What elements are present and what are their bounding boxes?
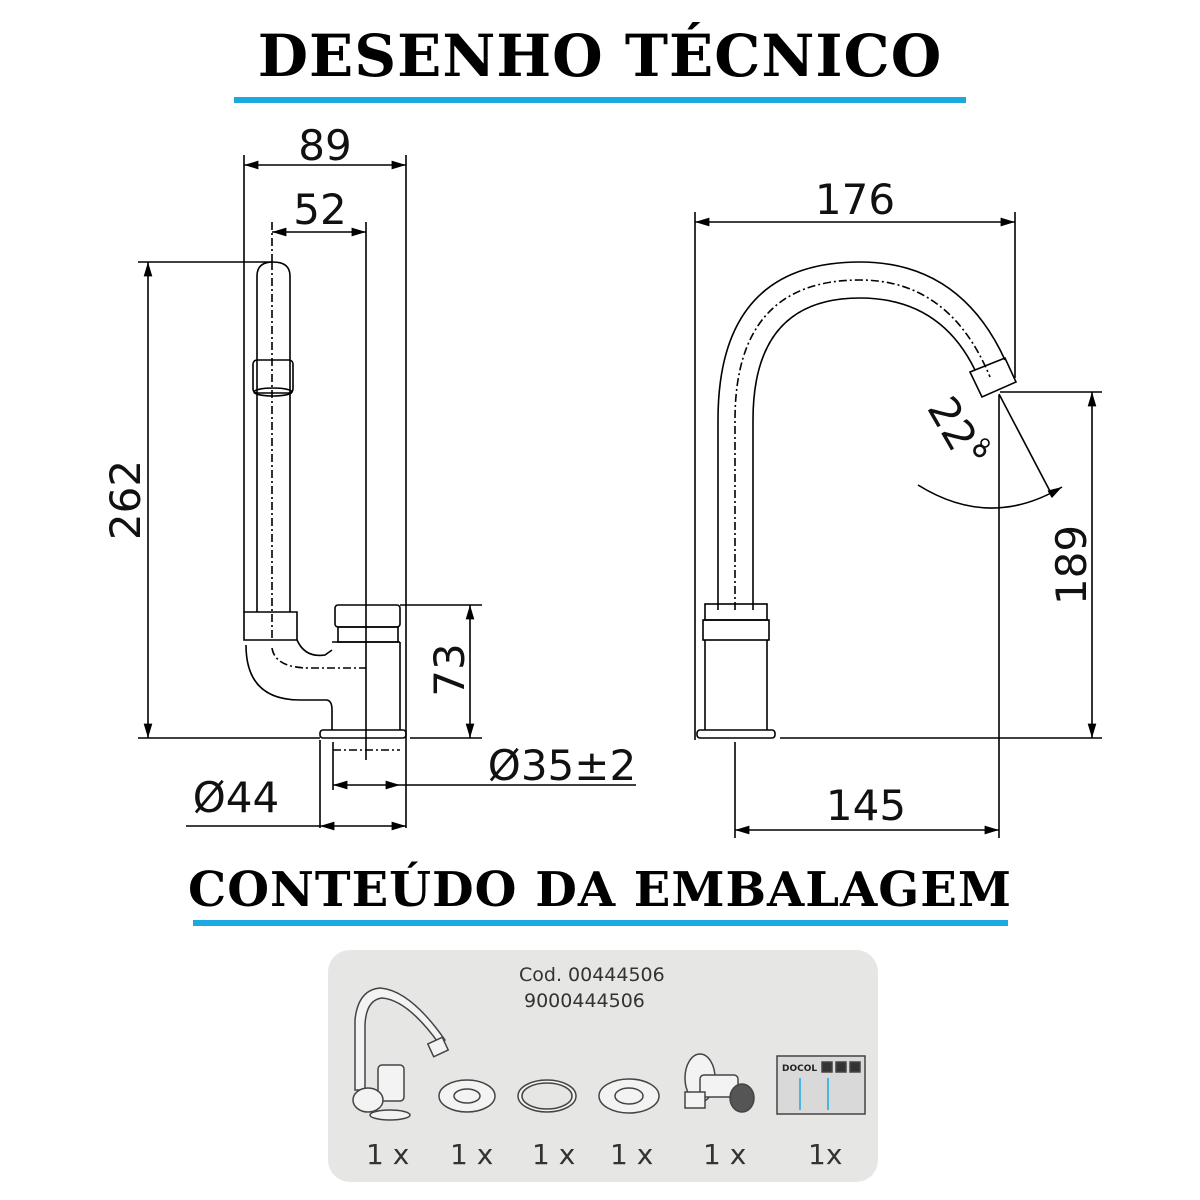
heading-underline [234,97,966,103]
angle-label: 22° [918,388,998,477]
side-view [138,155,636,831]
qty-o-ring: 1 x [532,1138,576,1171]
technical-drawing: 89 52 262 73 Ø35±2 Ø44 176 189 145 22° [101,121,1102,838]
dim-label-176: 176 [815,175,895,224]
product-code: Cod. 00444506 [519,964,665,986]
dim-label-262: 262 [101,460,150,540]
qty-washer: 1 x [610,1138,654,1171]
technical-drawing-heading: DESENHO TÉCNICO [257,22,943,90]
dim-label-89: 89 [298,121,351,170]
qty-angle-valve: 1 x [703,1138,747,1171]
qty-leaflet: 1x [808,1138,843,1171]
heading-underline [193,920,1008,926]
front-view [694,212,1102,838]
dim-label-145: 145 [826,781,906,830]
qty-faucet: 1 x [366,1138,410,1171]
dim-label-189: 189 [1047,525,1096,605]
product-ean: 9000444506 [524,990,645,1012]
package-contents-heading: CONTEÚDO DA EMBALAGEM [187,862,1012,918]
qty-flange-ring: 1 x [450,1138,494,1171]
dim-label-base-diameter: Ø44 [193,773,280,822]
dim-label-52: 52 [293,185,346,234]
dim-label-hole-diameter: Ø35±2 [488,741,636,790]
dim-label-73: 73 [425,643,474,696]
